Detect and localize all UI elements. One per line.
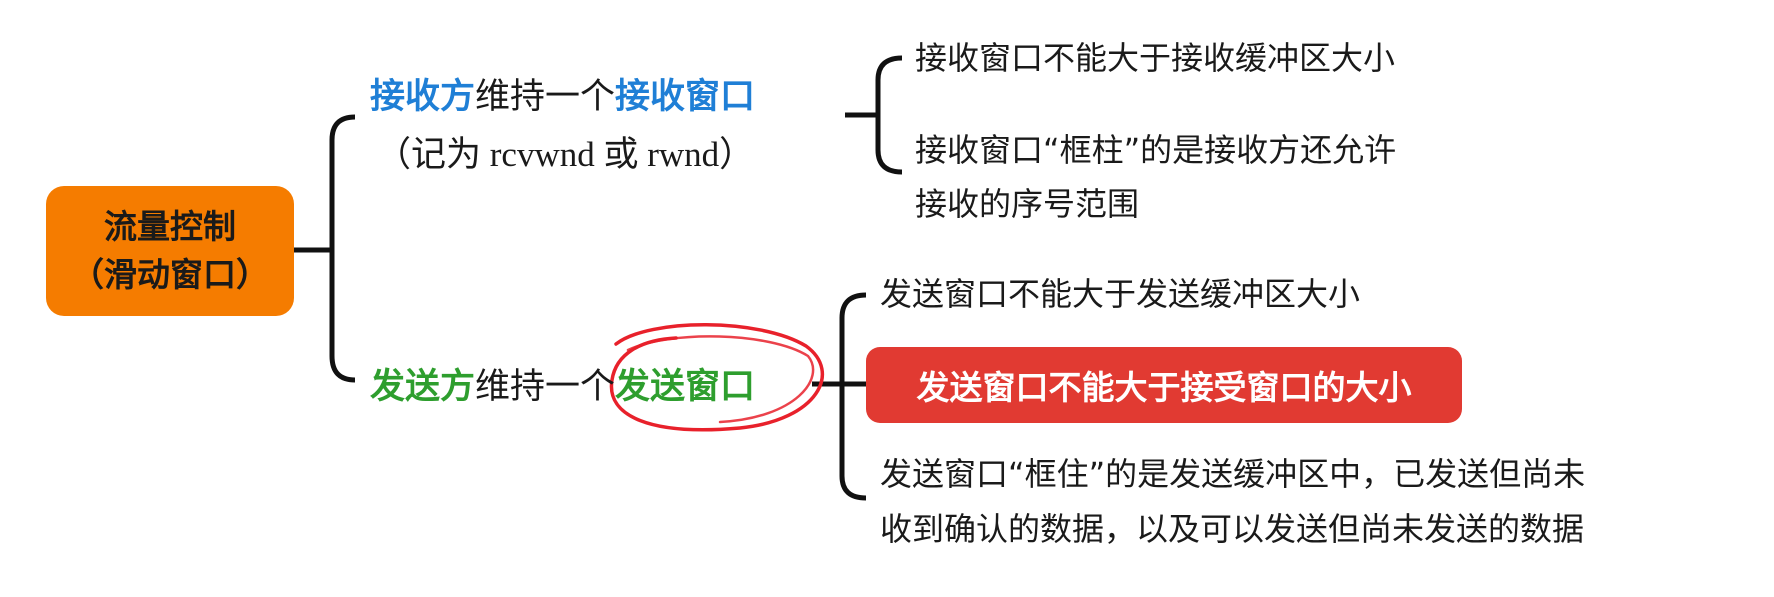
receiver-leaf-1: 接收窗口不能大于接收缓冲区大小 xyxy=(915,39,1396,77)
sender-branch: 发送方维持一个发送窗口 xyxy=(370,358,755,409)
receiver-note: （记为 rcvwnd 或 rwnd） xyxy=(376,135,755,174)
root-subtitle: （滑动窗口） xyxy=(71,255,269,294)
receiver-leaf-2-line2: 接收的序号范围 xyxy=(915,185,1140,223)
sender-leaf-1: 发送窗口不能大于发送缓冲区大小 xyxy=(880,275,1361,313)
annotation-circle xyxy=(609,323,825,432)
sender-maintains: 维持一个 xyxy=(475,367,616,407)
sender-leaf-3-line1: 发送窗口“框住”的是发送缓冲区中，已发送但尚未 xyxy=(880,455,1586,493)
receiver-maintains: 维持一个 xyxy=(475,77,616,117)
receiver-window-label: 接收窗口 xyxy=(615,77,756,117)
sender-window-label: 发送窗口 xyxy=(615,367,756,407)
receiver-label: 接收方 xyxy=(370,77,476,117)
root-title: 流量控制 xyxy=(104,207,236,246)
sender-bracket xyxy=(839,292,867,501)
annotation-circle-stroke2 xyxy=(626,335,815,424)
sender-leaf-2-highlight: 发送窗口不能大于接受窗口的大小 xyxy=(866,347,1462,423)
root-bracket xyxy=(329,114,356,383)
sender-leaf-3-line2: 收到确认的数据，以及可以发送但尚未发送的数据 xyxy=(880,510,1585,548)
receiver-branch: 接收方维持一个接收窗口 xyxy=(370,68,755,119)
sender-label: 发送方 xyxy=(370,367,476,407)
receiver-bracket xyxy=(875,55,903,175)
receiver-leaf-2-line1: 接收窗口“框柱”的是接收方还允许 xyxy=(915,131,1397,169)
root-node: 流量控制 （滑动窗口） xyxy=(46,186,294,316)
